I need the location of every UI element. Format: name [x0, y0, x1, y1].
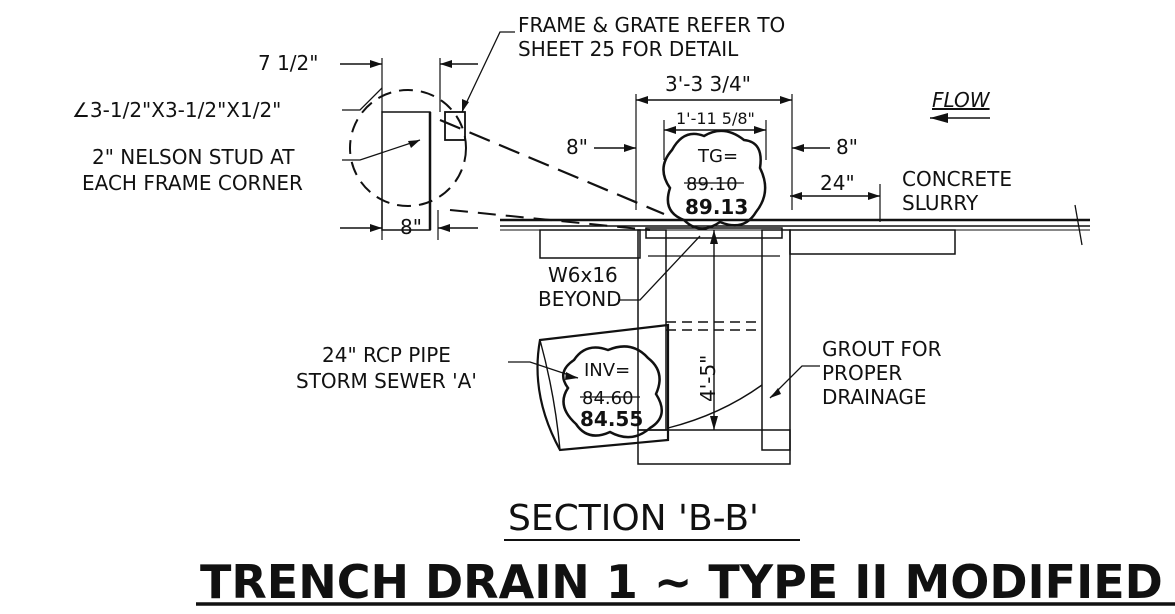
inv-label: INV=: [584, 360, 630, 381]
grout-label-line1: GROUT FOR: [822, 337, 942, 361]
grout-label-line2: PROPER: [822, 361, 902, 385]
frame-corner-detail: [340, 31, 665, 240]
dim-depth-label: 4'-5": [696, 355, 720, 402]
flow-label: FLOW: [932, 88, 991, 112]
frame-grate-note-line2: SHEET 25 FOR DETAIL: [518, 37, 739, 61]
dim-8-mid-label: 8": [566, 135, 588, 159]
inv-old-value: 84.60: [582, 388, 634, 409]
trench-section: [500, 94, 1090, 465]
nelson-stud-line2: EACH FRAME CORNER: [82, 171, 303, 195]
dim-7-half-label: 7 1/2": [258, 51, 318, 75]
main-title: TRENCH DRAIN 1 ~ TYPE II MODIFIED: [200, 555, 1163, 609]
dim-overall-label: 3'-3 3/4": [665, 72, 751, 96]
dim-8-right-label: 8": [836, 135, 858, 159]
right-wall: [761, 229, 791, 451]
pipe-label-line2: STORM SEWER 'A': [296, 369, 477, 393]
tg-label: TG=: [697, 146, 738, 167]
concrete-label-line1: CONCRETE: [902, 167, 1012, 191]
right-slab: [789, 229, 956, 255]
nelson-stud-line1: 2" NELSON STUD AT: [92, 145, 295, 169]
tg-new-value: 89.13: [685, 195, 748, 219]
floor-slab: [637, 429, 791, 465]
dim-inner-label: 1'-11 5/8": [676, 109, 755, 128]
tg-revision-cloud: [662, 129, 767, 230]
dim-24-label: 24": [820, 171, 855, 195]
inv-revision-cloud: [561, 345, 663, 439]
left-wall: [637, 229, 667, 431]
angle-label: ∠3-1/2"X3-1/2"X1/2": [72, 98, 281, 122]
pipe-label-line1: 24" RCP PIPE: [322, 343, 451, 367]
concrete-label-line2: SLURRY: [902, 191, 979, 215]
left-slab: [539, 229, 641, 259]
detail-circle: [349, 89, 467, 207]
rcp-pipe: [536, 323, 670, 452]
tg-old-value: 89.10: [686, 174, 738, 195]
inv-new-value: 84.55: [580, 407, 643, 431]
dim-8-left-label: 8": [400, 215, 422, 239]
beam-label-line1: W6x16: [548, 263, 618, 287]
frame-angle-body: [381, 111, 431, 231]
beam-label-line2: BEYOND: [538, 287, 622, 311]
frame-grate-note-line1: FRAME & GRATE REFER TO: [518, 13, 785, 37]
grate-piece: [444, 111, 466, 141]
grout-label-line3: DRAINAGE: [822, 385, 927, 409]
section-title: SECTION 'B-B': [508, 498, 759, 539]
